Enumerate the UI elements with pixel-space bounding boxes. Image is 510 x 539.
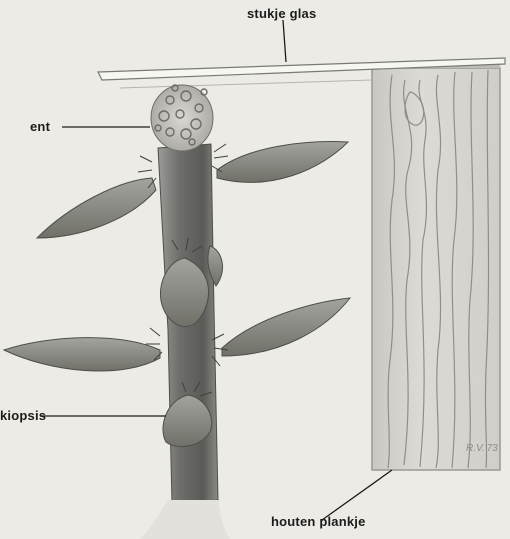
label-glass: stukje glas [247, 6, 316, 21]
leaf-upper-right [217, 142, 348, 183]
label-stock: kiopsis [0, 408, 46, 423]
artist-signature: R.V.'73 [466, 443, 498, 454]
leader-plank [322, 470, 392, 520]
wooden-plank [372, 62, 500, 470]
graft-cluster [151, 85, 213, 151]
stem [140, 144, 230, 539]
leaf-upper-left [37, 178, 156, 238]
label-plank: houten plankje [271, 514, 366, 529]
label-graft: ent [30, 119, 50, 134]
leaf-lower-right [222, 298, 350, 356]
leader-glass [283, 20, 286, 62]
leaf-lower-left [4, 338, 160, 371]
